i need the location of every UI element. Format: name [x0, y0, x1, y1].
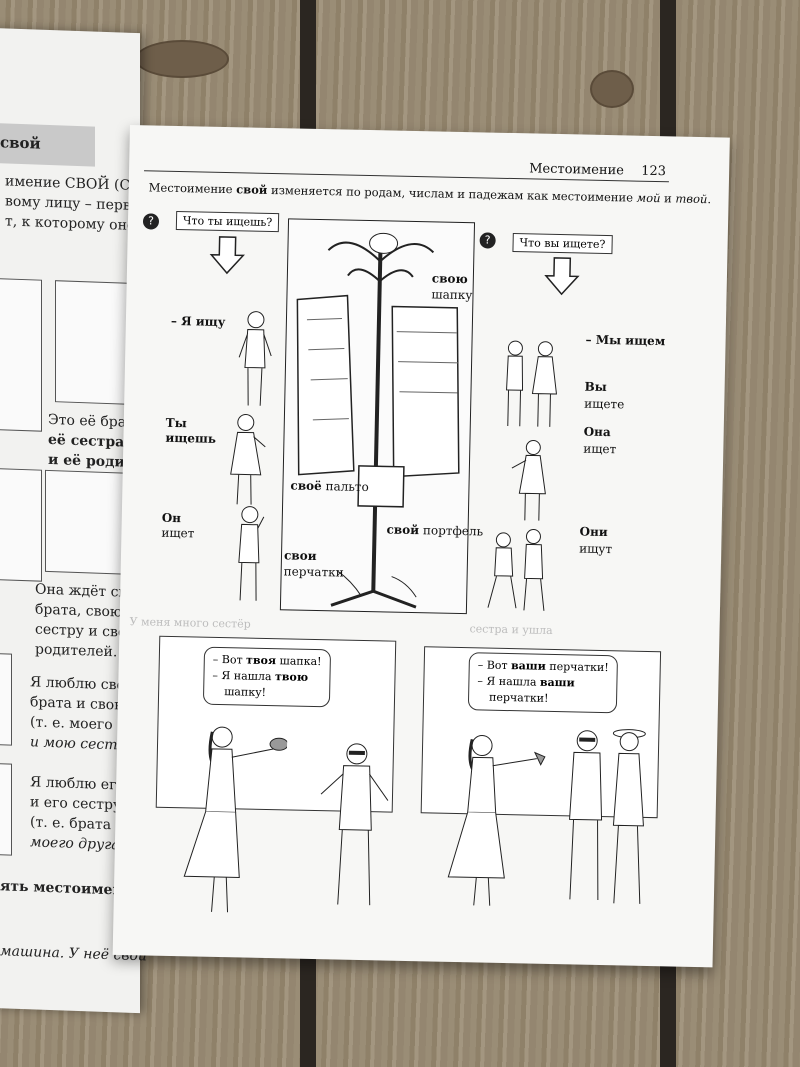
bubble-text: шапка!: [275, 654, 322, 669]
intro-italic-word: твой: [675, 191, 708, 207]
question-box-right: Что вы ищете?: [512, 233, 613, 255]
label-svoy-portfel: свой портфель: [386, 522, 483, 538]
wood-knot: [135, 40, 229, 78]
label-ishchet: ищет: [583, 441, 617, 457]
label-svoe-palto: своё пальто: [290, 478, 369, 494]
bubble-text: перчатки!: [545, 659, 609, 675]
bubble-bold-word: твою: [274, 670, 309, 684]
question-icon: ?: [142, 213, 160, 230]
bubble-text: – Вот: [477, 658, 512, 673]
speech-bubble-1: – Вот твоя шапка! – Я нашла твою шапку!: [202, 646, 331, 708]
left-caption: брата и свою: [30, 694, 127, 714]
label-on: Он: [161, 510, 182, 526]
person-figure-man: [238, 311, 272, 406]
bubble-bold-word: твоя: [245, 653, 277, 668]
left-illustration-frame: [0, 761, 12, 856]
left-illustration-frame: [0, 466, 42, 582]
label-my-ishchem: – Мы ищем: [585, 332, 666, 349]
print-through-text: У меня много сестёр: [129, 615, 251, 631]
label-svoi: свои: [284, 548, 317, 563]
woman-holding-hat-figure: [183, 726, 288, 913]
label-ishchesh: ищешь: [165, 430, 217, 446]
bubble-text: – Вот: [212, 652, 247, 667]
intro-italic-word: мой: [636, 190, 661, 206]
intro-sentence: Местоимение свой изменяется по родам, чи…: [149, 180, 712, 206]
label-bold-pronoun: свою: [431, 271, 468, 287]
intro-text: и: [660, 191, 676, 206]
down-arrow-icon: [544, 257, 580, 296]
intro-text: .: [707, 192, 712, 207]
label-noun: портфель: [418, 523, 484, 539]
question-box-left: Что ты ищешь?: [175, 210, 280, 233]
label-shapku: шапку: [431, 287, 473, 303]
left-caption: её сестра: [48, 431, 125, 451]
label-ishchet: ищет: [161, 525, 195, 541]
down-arrow-icon: [209, 236, 245, 275]
bubble-text: – Я нашла: [477, 674, 541, 689]
label-noun: пальто: [321, 479, 369, 495]
coat-rack-drawing: [296, 232, 460, 609]
man-with-sunglasses-figure: [320, 743, 389, 906]
print-through-text: сестра и ушла: [469, 622, 553, 637]
page-header-title: Местоимение: [529, 161, 625, 179]
bubble-line: перчатки!: [488, 690, 549, 705]
person-figures-pair: [487, 529, 545, 611]
couple-figures: [569, 729, 646, 904]
left-illustration-frame: [0, 651, 12, 746]
bubble-bold-word: ваши: [539, 675, 575, 690]
intro-text: Местоимение: [148, 180, 237, 197]
label-vy: Вы: [584, 379, 607, 395]
bubble-bold-word: ваши: [510, 659, 546, 673]
left-caption: брата, свою: [35, 601, 123, 621]
label-ty: Ты: [165, 415, 187, 431]
label-ishchete: ищете: [584, 396, 625, 412]
left-header-text: свой: [0, 133, 41, 153]
label-ona: Она: [583, 424, 611, 440]
right-page: Местоимение 123 Местоимение свой изменяе…: [112, 125, 730, 968]
left-illustration-frame: [0, 276, 42, 432]
person-figures-couple: [506, 340, 558, 427]
label-svoyu-shapku: свою: [432, 271, 468, 286]
coat-rack-illustration: [279, 218, 476, 615]
question-icon: ?: [479, 232, 496, 249]
page-number: 123: [640, 163, 667, 180]
bubble-line: шапку!: [224, 685, 267, 699]
woman-holding-gloves-figure: [447, 735, 546, 906]
label-perchatki: перчатки: [283, 564, 344, 580]
speech-bubble-2: – Вот ваши перчатки! – Я нашла ваши перч…: [467, 652, 619, 714]
intro-bold-word: свой: [236, 182, 268, 197]
person-figure-woman: [230, 413, 266, 505]
bubble-text: – Я нашла: [212, 668, 276, 684]
left-caption: родителей.: [35, 641, 118, 661]
label-bold-pronoun: свои: [283, 548, 317, 564]
label-ya-ishchu: – Я ищу: [170, 313, 226, 330]
person-figure-man: [238, 506, 265, 601]
person-figure-woman: [511, 440, 546, 521]
label-bold-pronoun: свой: [386, 522, 420, 538]
wood-knot: [590, 70, 634, 108]
label-ishchut: ищут: [579, 541, 613, 557]
left-caption: и его сестру: [30, 794, 122, 814]
label-oni: Они: [579, 524, 608, 540]
intro-text: изменяется по родам, числам и падежам ка…: [267, 182, 637, 205]
label-bold-pronoun: своё: [290, 478, 322, 494]
